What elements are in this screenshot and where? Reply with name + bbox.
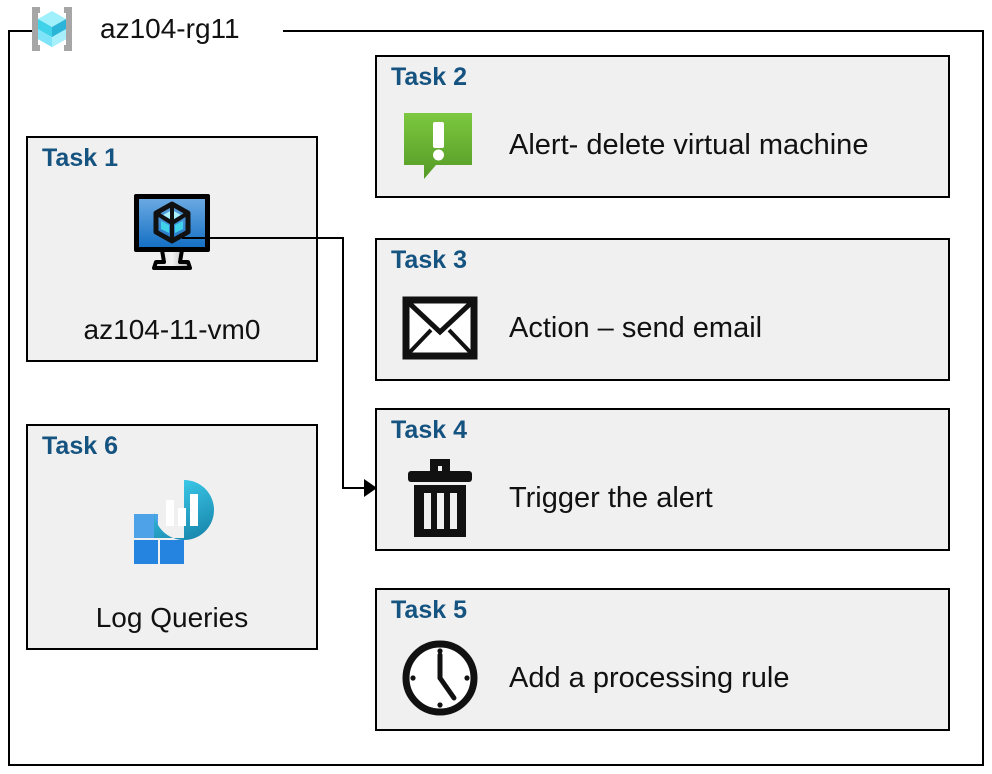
task-5-label: Task 5 bbox=[391, 596, 467, 624]
task-card-5[interactable]: Task 5 Add a processing rule bbox=[375, 588, 950, 731]
task-2-caption: Alert- delete virtual machine bbox=[509, 128, 869, 161]
virtual-machine-icon bbox=[124, 188, 220, 279]
resource-group-title: az104-rg11 bbox=[100, 13, 240, 44]
task-card-2[interactable]: Task 2 Alert- delete virtual machine bbox=[375, 55, 950, 198]
connector-segment-horizontal-bottom bbox=[342, 487, 366, 489]
resource-group-frame bbox=[8, 30, 984, 766]
task-2-row: Alert- delete virtual machine bbox=[397, 99, 938, 191]
task-card-1[interactable]: Task 1 bbox=[26, 136, 318, 362]
task-card-4[interactable]: Task 4 Trigger the alert bbox=[375, 408, 950, 551]
resource-group-header: az104-rg11 bbox=[24, 3, 240, 55]
task-3-label: Task 3 bbox=[391, 246, 467, 274]
task-3-row: Action – send email bbox=[397, 282, 938, 374]
task-5-row: Add a processing rule bbox=[397, 632, 938, 724]
log-analytics-icon bbox=[122, 474, 222, 569]
task-1-icon-wrap bbox=[28, 190, 316, 276]
task-6-icon-wrap bbox=[28, 478, 316, 564]
task-5-caption: Add a processing rule bbox=[509, 661, 790, 694]
envelope-icon bbox=[397, 285, 483, 371]
task-4-caption: Trigger the alert bbox=[509, 481, 713, 514]
task-card-3[interactable]: Task 3 Action – send email bbox=[375, 238, 950, 381]
task-4-label: Task 4 bbox=[391, 416, 467, 444]
resource-group-frame-top-left bbox=[8, 30, 36, 32]
task-4-row: Trigger the alert bbox=[397, 452, 938, 544]
task-1-caption: az104-11-vm0 bbox=[83, 314, 261, 345]
task-6-label: Task 6 bbox=[42, 432, 118, 460]
task-1-label: Task 1 bbox=[42, 144, 118, 172]
clock-icon bbox=[397, 635, 483, 721]
resource-group-cube-icon bbox=[24, 3, 80, 55]
task-6-caption: Log Queries bbox=[95, 602, 249, 633]
alert-bubble-icon bbox=[397, 102, 483, 188]
task-card-6[interactable]: Task 6 bbox=[26, 424, 318, 650]
task-2-label: Task 2 bbox=[391, 63, 467, 91]
connector-segment-horizontal-top bbox=[182, 237, 344, 239]
resource-group-frame-top-right bbox=[283, 30, 984, 32]
task-3-caption: Action – send email bbox=[509, 311, 763, 344]
arrow-right-icon bbox=[364, 479, 377, 497]
trash-can-icon bbox=[397, 455, 483, 541]
connector-segment-vertical bbox=[342, 237, 344, 489]
